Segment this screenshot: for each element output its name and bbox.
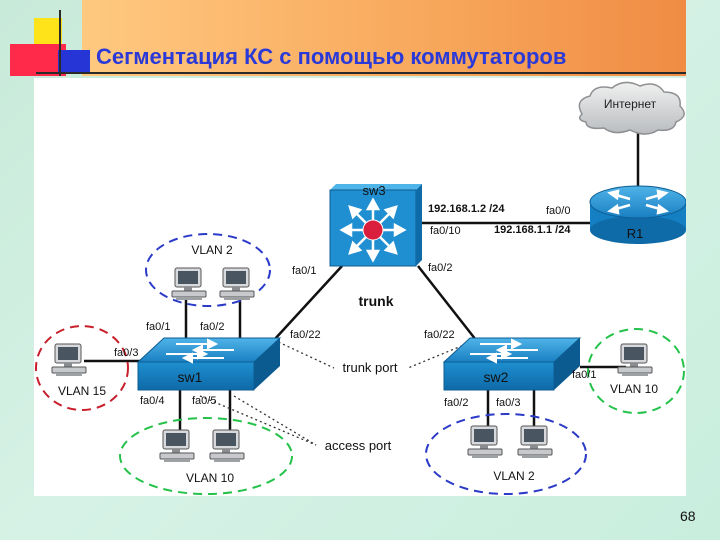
switch-sw3: sw3 [329, 183, 422, 267]
link-sw3-sw2 [417, 265, 477, 341]
vlan10-right-ellipse [587, 328, 685, 414]
router-r1: R1 [589, 185, 687, 244]
pc-vlan2-1 [171, 267, 207, 301]
vlan-labels: VLAN 2 VLAN 15 VLAN 10 VLAN 2 VLAN 10 [58, 243, 658, 485]
switch-arrows-icon [166, 338, 234, 364]
trunk-port-label: trunk port [343, 360, 398, 375]
port-sw1-fa0-22: fa0/22 [290, 329, 321, 341]
vlan10-bottom-ellipse [119, 417, 293, 495]
decor-red-square [10, 44, 66, 76]
port-sw1-fa0-1: fa0/1 [146, 321, 170, 333]
access-port-label: access port [325, 438, 392, 453]
port-labels: 192.168.1.2 /24 192.168.1.1 /24 fa0/0 fa… [114, 203, 596, 409]
router-arrows-icon [607, 189, 669, 215]
port-fa0-10: fa0/10 [430, 225, 461, 237]
r1-label: R1 [627, 226, 644, 241]
vlan10-right-label: VLAN 10 [610, 382, 658, 396]
switch-arrows-icon [470, 338, 538, 364]
port-sw3-fa0-2: fa0/2 [428, 262, 452, 274]
switch-sw1: sw1 [136, 337, 282, 391]
decor-horizontal-line [36, 72, 686, 74]
title-background-band [82, 0, 686, 76]
vlan15-label: VLAN 15 [58, 384, 106, 398]
link-sw3-sw1 [273, 265, 343, 341]
port-fa0-0: fa0/0 [546, 205, 570, 217]
links [84, 133, 640, 430]
decor-yellow-square [34, 18, 62, 48]
port-sw1-fa0-4: fa0/4 [140, 395, 164, 407]
sw3-label: sw3 [362, 183, 385, 198]
page-number: 68 [680, 508, 696, 524]
vlan2-bottom-ellipse [425, 413, 587, 495]
pc-vlan2-4 [517, 425, 553, 459]
port-sw3-fa0-1: fa0/1 [292, 265, 316, 277]
vlan10-bottom-label: VLAN 10 [186, 471, 234, 485]
cloud-label: Интернет [604, 97, 657, 111]
ip-r1: 192.168.1.1 /24 [494, 224, 571, 236]
network-diagram: Интернет R1 sw3 [34, 78, 687, 496]
vlan2-top-label: VLAN 2 [191, 243, 233, 257]
port-sw1-fa0-5: fa0/5 [192, 395, 216, 407]
port-sw2-fa0-1: fa0/1 [572, 369, 596, 381]
port-sw2-fa0-3: fa0/3 [496, 397, 520, 409]
vlan2-top-ellipse [145, 233, 271, 307]
port-sw2-fa0-2: fa0/2 [444, 397, 468, 409]
vlan2-bottom-label: VLAN 2 [493, 469, 535, 483]
pc-vlan15 [51, 343, 87, 377]
port-sw1-fa0-2: fa0/2 [200, 321, 224, 333]
multilayer-switch-icon [339, 197, 407, 263]
trunk-label: trunk [359, 293, 394, 309]
pc-vlan10-1 [159, 429, 195, 463]
ip-sw3: 192.168.1.2 /24 [428, 203, 505, 215]
pc-vlan2-3 [467, 425, 503, 459]
port-sw1-fa0-3: fa0/3 [114, 347, 138, 359]
sw2-label: sw2 [484, 369, 509, 385]
pc-vlan10-2 [209, 429, 245, 463]
switch-sw2: sw2 [442, 337, 582, 391]
port-sw2-fa0-22: fa0/22 [424, 329, 455, 341]
decor-blue-square [58, 50, 90, 74]
sw1-label: sw1 [178, 369, 203, 385]
pointer-lines [199, 339, 477, 446]
internet-cloud: Интернет [578, 81, 685, 135]
vlan15-ellipse [35, 325, 129, 411]
slide-title: Сегментация КС с помощью коммутаторов [96, 44, 567, 69]
pc-vlan10-3 [617, 343, 653, 377]
decor-vertical-line [59, 10, 61, 76]
network-diagram-svg: Интернет R1 sw3 [35, 81, 687, 495]
pc-vlan2-2 [219, 267, 255, 301]
